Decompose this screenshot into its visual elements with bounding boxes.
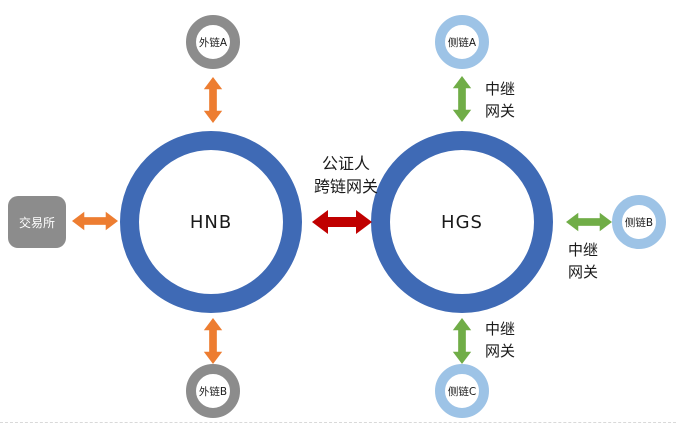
external-chain-a-node: 外链A <box>186 15 240 69</box>
side-chain-a-label: 侧链A <box>447 36 477 49</box>
relay-gateway-label-right: 中继 网关 <box>568 241 599 281</box>
exchange-label: 交易所 <box>18 215 55 230</box>
external-chain-a-label: 外链A <box>198 36 228 49</box>
notary-gateway-label: 公证人 跨链网关 <box>313 154 378 197</box>
relay-gateway-label-top: 中继 网关 <box>485 80 516 120</box>
relay-gateway-label-bottom: 中继 网关 <box>485 320 516 360</box>
side-chain-b-label: 侧链B <box>624 216 654 229</box>
double-arrow-icon <box>452 318 472 364</box>
hgs-label: HGS <box>441 211 483 233</box>
double-arrow-icon <box>203 77 223 123</box>
double-arrow-icon <box>72 211 118 231</box>
side-chain-b-node: 侧链B <box>612 195 666 249</box>
double-arrow-icon <box>452 76 472 122</box>
side-chain-c-label: 侧链C <box>447 385 477 398</box>
external-chain-b-node: 外链B <box>186 364 240 418</box>
external-chain-b-label: 外链B <box>198 385 228 398</box>
double-arrow-icon <box>203 318 223 364</box>
hnb-chain-ring: HNB <box>120 131 302 313</box>
side-chain-c-node: 侧链C <box>435 364 489 418</box>
double-arrow-icon <box>566 212 612 232</box>
exchange-node: 交易所 <box>8 196 66 248</box>
hgs-chain-ring: HGS <box>371 131 553 313</box>
hnb-label: HNB <box>189 211 233 233</box>
double-arrow-icon <box>312 210 372 234</box>
side-chain-a-node: 侧链A <box>435 15 489 69</box>
